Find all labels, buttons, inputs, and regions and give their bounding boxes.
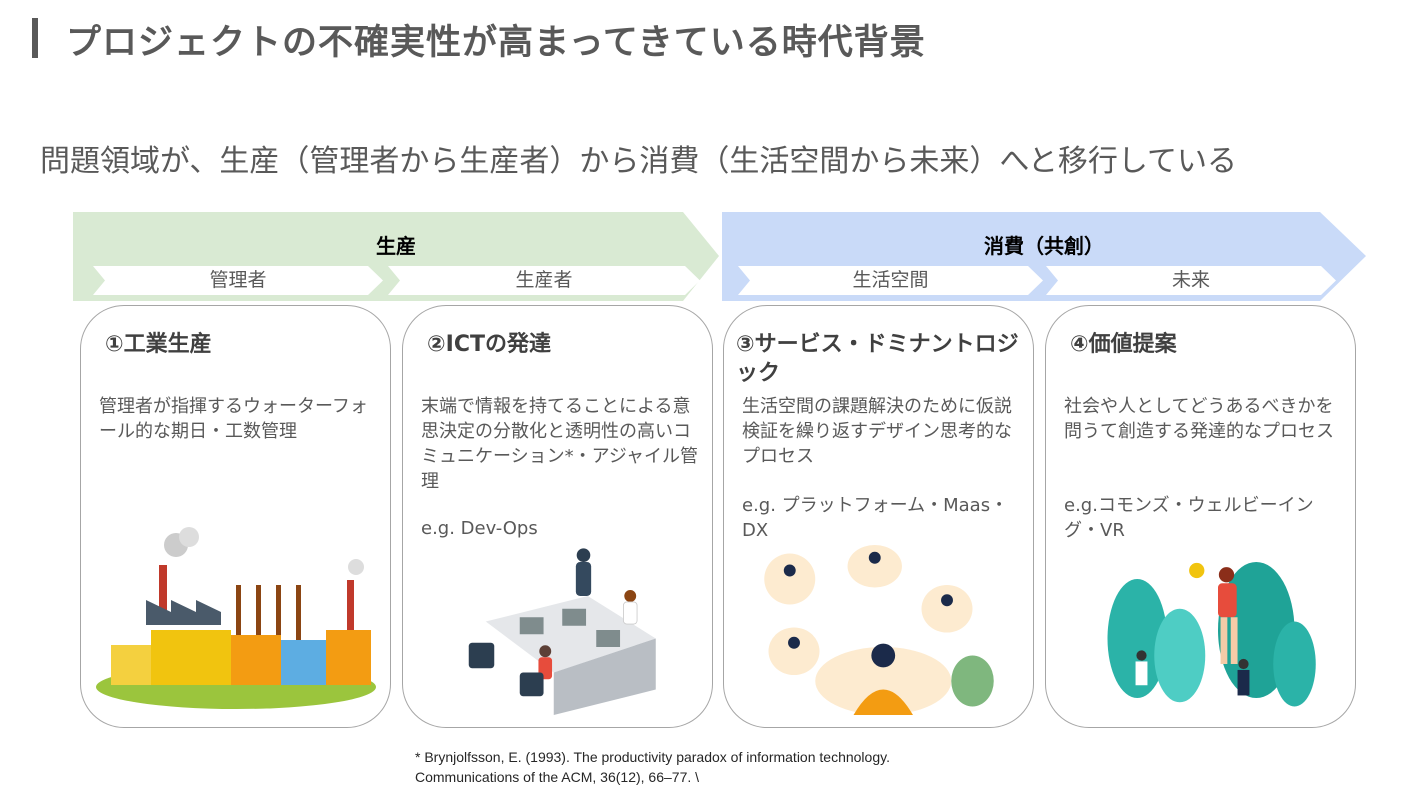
card-body: 末端で情報を持てることによる意思決定の分散化と透明性の高いコミュニケーション*・… (421, 396, 699, 492)
slide-title: プロジェクトの不確実性が高まってきている時代背景 (66, 23, 926, 63)
card-body: 生活空間の課題解決のために仮説検証を繰り返すデザイン思考的なプロセス (742, 396, 1012, 467)
phase-label: 消費（共創） (984, 234, 1104, 258)
card-body: 管理者が指揮するウォーターフォール的な期日・工数管理 (99, 396, 368, 442)
people-nature-illustration (1107, 562, 1316, 707)
office-team-illustration (468, 548, 656, 715)
card-value-proposition: ④価値提案 社会や人としてどうあるべきかを問うて創造する発達的なプロセス e.g… (1045, 305, 1356, 728)
factory-illustration (96, 527, 376, 709)
sub-phase-label: 未来 (1171, 269, 1210, 291)
sub-phase-living-space: 生活空間 (738, 266, 1043, 295)
card-ict-development: ②ICTの発達 末端で情報を持てることによる意思決定の分散化と透明性の高いコミュ… (402, 305, 713, 728)
sub-phase-future: 未来 (1046, 266, 1336, 295)
card-body: 社会や人としてどうあるべきかを問うて創造する発達的なプロセス (1064, 396, 1334, 442)
title-accent-bar (32, 18, 38, 58)
card-title: ④価値提案 (1070, 332, 1177, 357)
sub-phase-manager: 管理者 (93, 266, 383, 295)
slide-subtitle: 問題領域が、生産（管理者から生産者）から消費（生活空間から未来）へと移行している (40, 144, 1237, 179)
card-industrial-production: ①工業生産 管理者が指揮するウォーターフォール的な期日・工数管理 (80, 305, 391, 728)
footnote-citation: * Brynjolfsson, E. (1993). The productiv… (415, 747, 895, 787)
sub-phase-producer: 生産者 (388, 266, 700, 295)
sub-phase-label: 生産者 (515, 269, 573, 291)
card-example: e.g. Dev-Ops (421, 518, 538, 539)
card-example: e.g. プラットフォーム・Maas・DX (742, 495, 1009, 541)
card-title: ③サービス・ドミナントロジック (736, 332, 1019, 386)
thinking-people-illustration (764, 545, 994, 715)
sub-phase-label: 生活空間 (852, 269, 929, 291)
card-title: ①工業生産 (105, 332, 212, 357)
card-title: ②ICTの発達 (427, 332, 551, 357)
footnote-text: * Brynjolfsson, E. (1993). The productiv… (415, 749, 890, 785)
sub-phase-label: 管理者 (209, 269, 267, 291)
card-example: e.g.コモンズ・ウェルビーイング・VR (1064, 495, 1314, 541)
card-service-dominant-logic: ③サービス・ドミナントロジック 生活空間の課題解決のために仮説検証を繰り返すデザ… (723, 305, 1034, 728)
phase-label: 生産 (376, 234, 416, 258)
